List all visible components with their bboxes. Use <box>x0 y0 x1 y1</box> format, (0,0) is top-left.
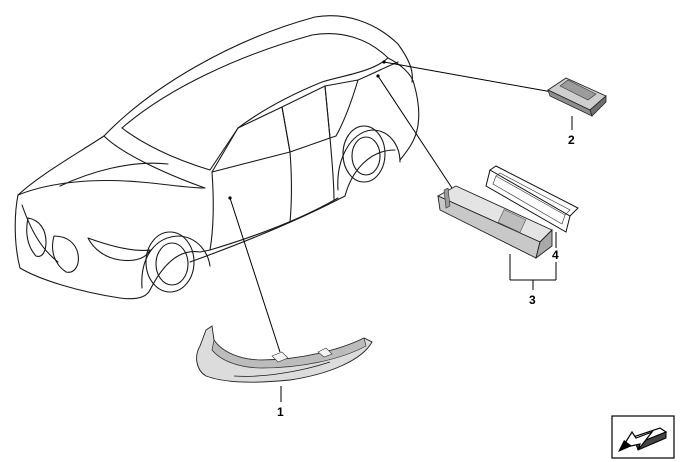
part-gasket[interactable] <box>485 165 579 248</box>
car-outline <box>14 15 420 300</box>
leader-lines <box>228 60 553 353</box>
callout-4: 4 <box>552 248 559 262</box>
callout-1: 1 <box>277 405 284 419</box>
part-control-unit[interactable] <box>436 185 557 290</box>
callout-2: 2 <box>568 133 575 147</box>
part-side-marker-strip[interactable] <box>196 325 373 402</box>
callout-3: 3 <box>529 293 536 307</box>
part-license-plate-light[interactable] <box>547 77 607 130</box>
navigate-forward-icon[interactable] <box>611 415 675 459</box>
